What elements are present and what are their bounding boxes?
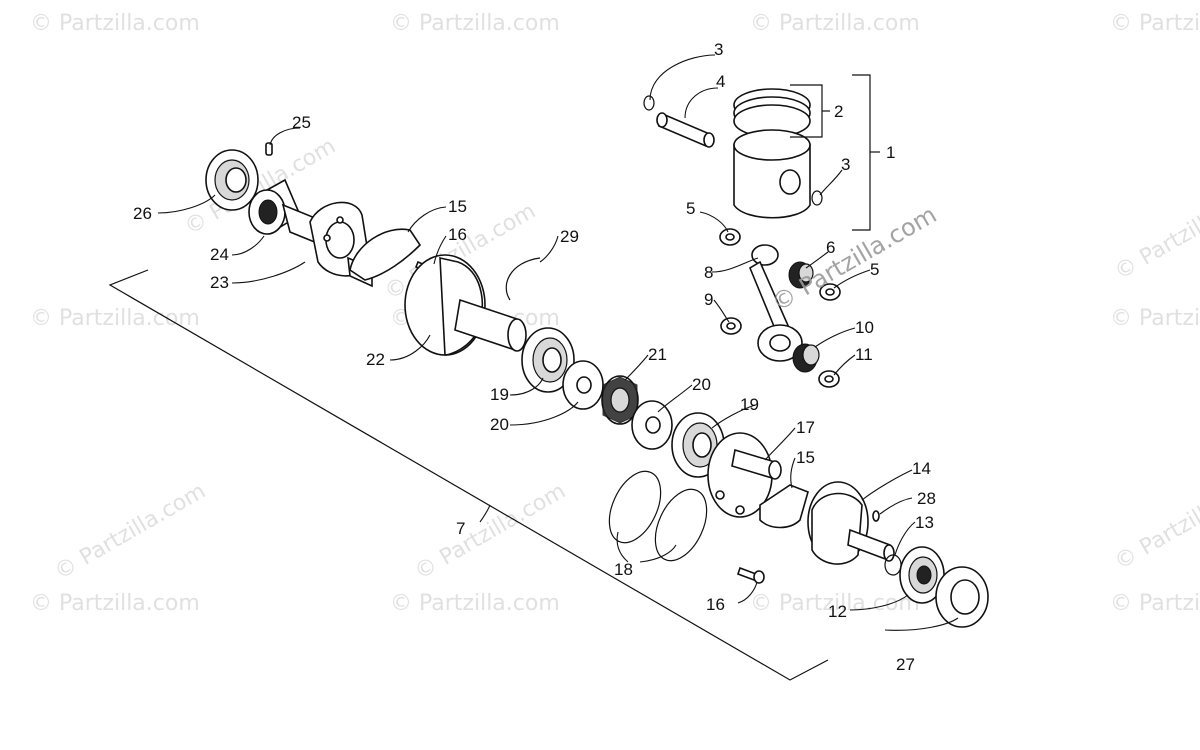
watermark-text: © Partzilla.com — [30, 306, 200, 331]
callout-label: 12 — [828, 602, 847, 621]
callout-label: 23 — [210, 273, 229, 292]
callout-label: 16 — [448, 225, 467, 244]
washer-small — [819, 283, 841, 301]
oil-seal-left — [205, 149, 259, 211]
callout-label: 6 — [826, 238, 835, 257]
watermark-text: © Partzilla.com — [750, 11, 920, 36]
callout-label: 2 — [834, 102, 843, 121]
callout-label: 20 — [692, 375, 711, 394]
watermark-text: © Partzilla.com — [1110, 591, 1200, 616]
thrust-washer-left — [562, 360, 604, 410]
callout-label: 3 — [841, 155, 850, 174]
callout-label: 8 — [704, 263, 713, 282]
callout-label: 13 — [915, 513, 934, 532]
callout-label: 15 — [796, 448, 815, 467]
callout-label: 5 — [870, 260, 879, 279]
callout-label: 19 — [740, 395, 759, 414]
callout-label: 4 — [716, 72, 725, 91]
watermark-text: © Partzilla.com — [390, 11, 560, 36]
ring-set-bracket — [790, 84, 830, 138]
callout-label: 18 — [614, 560, 633, 579]
small-end-bearing — [788, 261, 814, 289]
callout-label: 15 — [448, 197, 467, 216]
watermark-text: © Partzilla.com — [411, 479, 571, 586]
callout-label: 1 — [886, 143, 895, 162]
watermark-text: © Partzilla.com — [30, 11, 200, 36]
counterweight-right — [759, 484, 809, 529]
callout-labels: 1 2 3 3 4 5 5 6 7 8 9 10 11 12 13 14 15 … — [133, 40, 936, 674]
washer-mid — [720, 317, 742, 335]
thrust-washer-right — [631, 400, 673, 450]
ball-bearing-left — [521, 327, 575, 393]
crank-plate — [707, 432, 782, 518]
callout-label: 9 — [704, 290, 713, 309]
callout-label: 5 — [686, 199, 695, 218]
watermark-text: © Partzilla.com — [1110, 306, 1200, 331]
crankshaft-assembly-outline — [108, 269, 829, 681]
screw-right — [736, 566, 765, 584]
callout-label: 19 — [490, 385, 509, 404]
callout-label: 14 — [912, 459, 931, 478]
callout-label: 10 — [855, 318, 874, 337]
callout-label: 21 — [648, 345, 667, 364]
leader-lines — [157, 54, 959, 631]
connecting-rod — [748, 244, 803, 362]
retaining-ring — [505, 257, 541, 301]
watermark-text: © Partzilla.com — [1111, 469, 1200, 576]
piston-pin — [656, 112, 715, 148]
watermark-text: © Partzilla.com — [1111, 179, 1200, 286]
callout-label: 25 — [292, 113, 311, 132]
counterweight-left — [349, 228, 422, 281]
watermark-text: © Partzilla.com — [30, 591, 200, 616]
callout-label: 29 — [560, 227, 579, 246]
callout-label: 16 — [706, 595, 725, 614]
callout-label: 24 — [210, 245, 229, 264]
callout-label: 20 — [490, 415, 509, 434]
watermark-layer: © Partzilla.com © Partzilla.com © Partzi… — [30, 11, 1200, 616]
woodruff-key — [872, 510, 880, 522]
washer-upper — [719, 228, 741, 246]
seal-rings — [608, 470, 708, 562]
big-end-bearing — [792, 343, 820, 373]
crank-wheel — [404, 254, 527, 356]
dowel-pin — [265, 142, 273, 156]
watermark-text: © Partzilla.com — [1110, 11, 1200, 36]
piston — [733, 88, 811, 219]
center-gear — [601, 375, 639, 425]
circlip-upper — [643, 95, 655, 111]
callout-label: 27 — [896, 655, 915, 674]
callout-label: 11 — [855, 345, 873, 364]
callout-label: 28 — [917, 489, 936, 508]
crankshaft-half-right — [807, 481, 895, 565]
piston-kit-bracket — [852, 74, 880, 231]
callout-label: 17 — [796, 418, 815, 437]
oil-seal-right — [935, 566, 989, 628]
watermark-overlay: © Partzilla.com — [767, 200, 941, 317]
callout-label: 22 — [366, 350, 385, 369]
callout-label: 26 — [133, 204, 152, 223]
callout-label: 3 — [714, 40, 723, 59]
watermark-text: © Partzilla.com — [390, 591, 560, 616]
watermark-text: © Partzilla.com — [51, 479, 211, 586]
circlip-lower — [811, 190, 823, 206]
callout-label: 7 — [456, 519, 465, 538]
